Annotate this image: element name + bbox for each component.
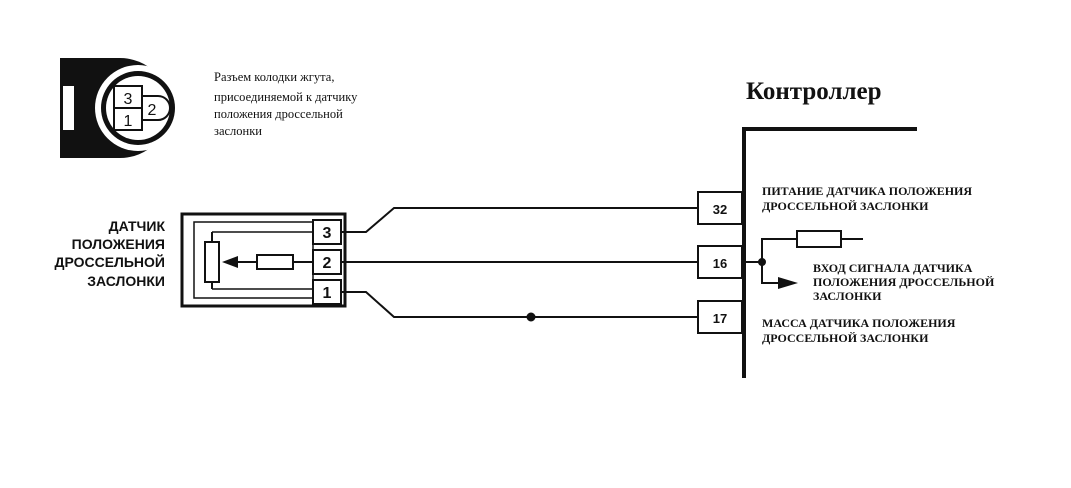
wiper-resistor (256, 254, 294, 270)
ground-label: МАССА ДАТЧИКА ПОЛОЖЕНИЯ ДРОССЕЛЬНОЙ ЗАСЛ… (762, 316, 956, 345)
pullup-resistor (796, 230, 842, 248)
wiper-arrow (222, 256, 238, 268)
connector-caption-line-1: Разъем колодки жгута, (214, 70, 334, 84)
controller-title: Контроллер (746, 78, 882, 105)
signal-label: ВХОД СИГНАЛА ДАТЧИКА ПОЛОЖЕНИЯ ДРОССЕЛЬН… (813, 261, 995, 303)
sensor-body (180, 212, 347, 308)
ground-splice (526, 312, 536, 322)
supply-label: ПИТАНИЕ ДАТЧИКА ПОЛОЖЕНИЯ ДРОССЕЛЬНОЙ ЗА… (762, 184, 972, 213)
svg-text:ПИТАНИЕ ДАТЧИКА ПОЛОЖЕНИЯ: ПИТАНИЕ ДАТЧИКА ПОЛОЖЕНИЯ (762, 184, 972, 198)
connector-caption-line-2: присоединяемой к датчику (214, 90, 358, 104)
sensor-pin-column (312, 219, 342, 305)
wire-supply (341, 207, 698, 233)
controller-internal-circuit (742, 230, 863, 289)
connector-pin-1: 1 (124, 113, 133, 130)
svg-text:32: 32 (713, 202, 727, 217)
connector-latch (63, 86, 74, 130)
svg-text:ПОЛОЖЕНИЯ ДРОССЕЛЬНОЙ: ПОЛОЖЕНИЯ ДРОССЕЛЬНОЙ (813, 275, 995, 289)
svg-text:ДРОССЕЛЬНОЙ: ДРОССЕЛЬНОЙ (54, 253, 165, 270)
svg-text:ПОЛОЖЕНИЯ: ПОЛОЖЕНИЯ (72, 236, 165, 252)
controller-pin-17: 17 (697, 300, 743, 334)
controller-pin-16: 16 (697, 245, 743, 279)
input-arrow (778, 277, 798, 289)
svg-text:16: 16 (713, 256, 727, 271)
connector-pin-3: 3 (124, 91, 133, 108)
connector-caption-line-3: положения дроссельной (214, 107, 343, 121)
sensor-label: ДАТЧИК ПОЛОЖЕНИЯ ДРОССЕЛЬНОЙ ЗАСЛОНКИ (54, 218, 165, 289)
connector-illustration: 3 1 2 (60, 58, 181, 158)
connector-caption-line-4: заслонки (214, 124, 262, 138)
controller-border (742, 127, 917, 378)
svg-text:ЗАСЛОНКИ: ЗАСЛОНКИ (87, 273, 165, 289)
wires (341, 207, 698, 322)
svg-text:17: 17 (713, 311, 727, 326)
connector-pin-2: 2 (148, 102, 157, 119)
connector-caption: Разъем колодки жгута, присоединяемой к д… (214, 70, 358, 138)
sensor-pin-2: 2 (323, 255, 332, 272)
svg-text:ДАТЧИК: ДАТЧИК (109, 218, 166, 234)
svg-text:ДРОССЕЛЬНОЙ ЗАСЛОНКИ: ДРОССЕЛЬНОЙ ЗАСЛОНКИ (762, 199, 929, 213)
svg-text:ВХОД СИГНАЛА ДАТЧИКА: ВХОД СИГНАЛА ДАТЧИКА (813, 261, 973, 275)
svg-text:МАССА ДАТЧИКА ПОЛОЖЕНИЯ: МАССА ДАТЧИКА ПОЛОЖЕНИЯ (762, 316, 956, 330)
potentiometer-resistor (204, 241, 220, 283)
wire-ground (341, 291, 698, 318)
sensor-pin-1: 1 (323, 285, 332, 302)
svg-text:ЗАСЛОНКИ: ЗАСЛОНКИ (813, 289, 882, 303)
svg-text:ДРОССЕЛЬНОЙ ЗАСЛОНКИ: ДРОССЕЛЬНОЙ ЗАСЛОНКИ (762, 331, 929, 345)
controller-pin-32: 32 (697, 191, 743, 225)
sensor-pin-3: 3 (323, 225, 332, 242)
